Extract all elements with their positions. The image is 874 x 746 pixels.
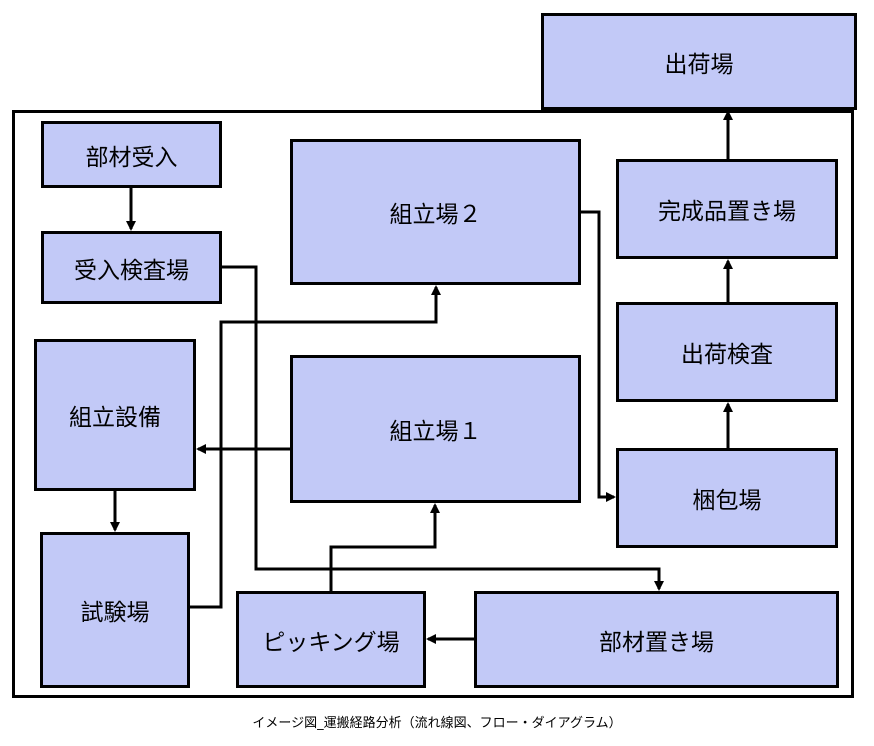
node-receiving-inspection: 受入検査場 [41, 231, 222, 304]
node-assembly-2: 組立場２ [290, 139, 581, 285]
node-picking: ピッキング場 [236, 591, 426, 688]
node-material-receiving: 部材受入 [41, 121, 222, 188]
node-assembly-1: 組立場１ [290, 355, 581, 503]
node-packing: 梱包場 [616, 448, 838, 548]
flow-assembly-2-to-packing [581, 210, 616, 502]
node-finished-goods: 完成品置き場 [616, 159, 838, 259]
node-test-area: 試験場 [40, 532, 190, 688]
figure-caption: イメージ図_運搬経路分析（流れ線図、フロー・ダイアグラム） [252, 716, 622, 731]
node-assembly-equipment: 組立設備 [34, 339, 196, 491]
node-shipping-inspection: 出荷検査 [616, 302, 838, 402]
flow-picking-to-assembly-1 [329, 503, 440, 591]
flow-test-to-assembly-2 [190, 285, 441, 609]
flow-inspection-to-parts-storage [222, 265, 664, 591]
node-parts-storage: 部材置き場 [474, 591, 839, 688]
node-shipping-area: 出荷場 [541, 13, 857, 110]
